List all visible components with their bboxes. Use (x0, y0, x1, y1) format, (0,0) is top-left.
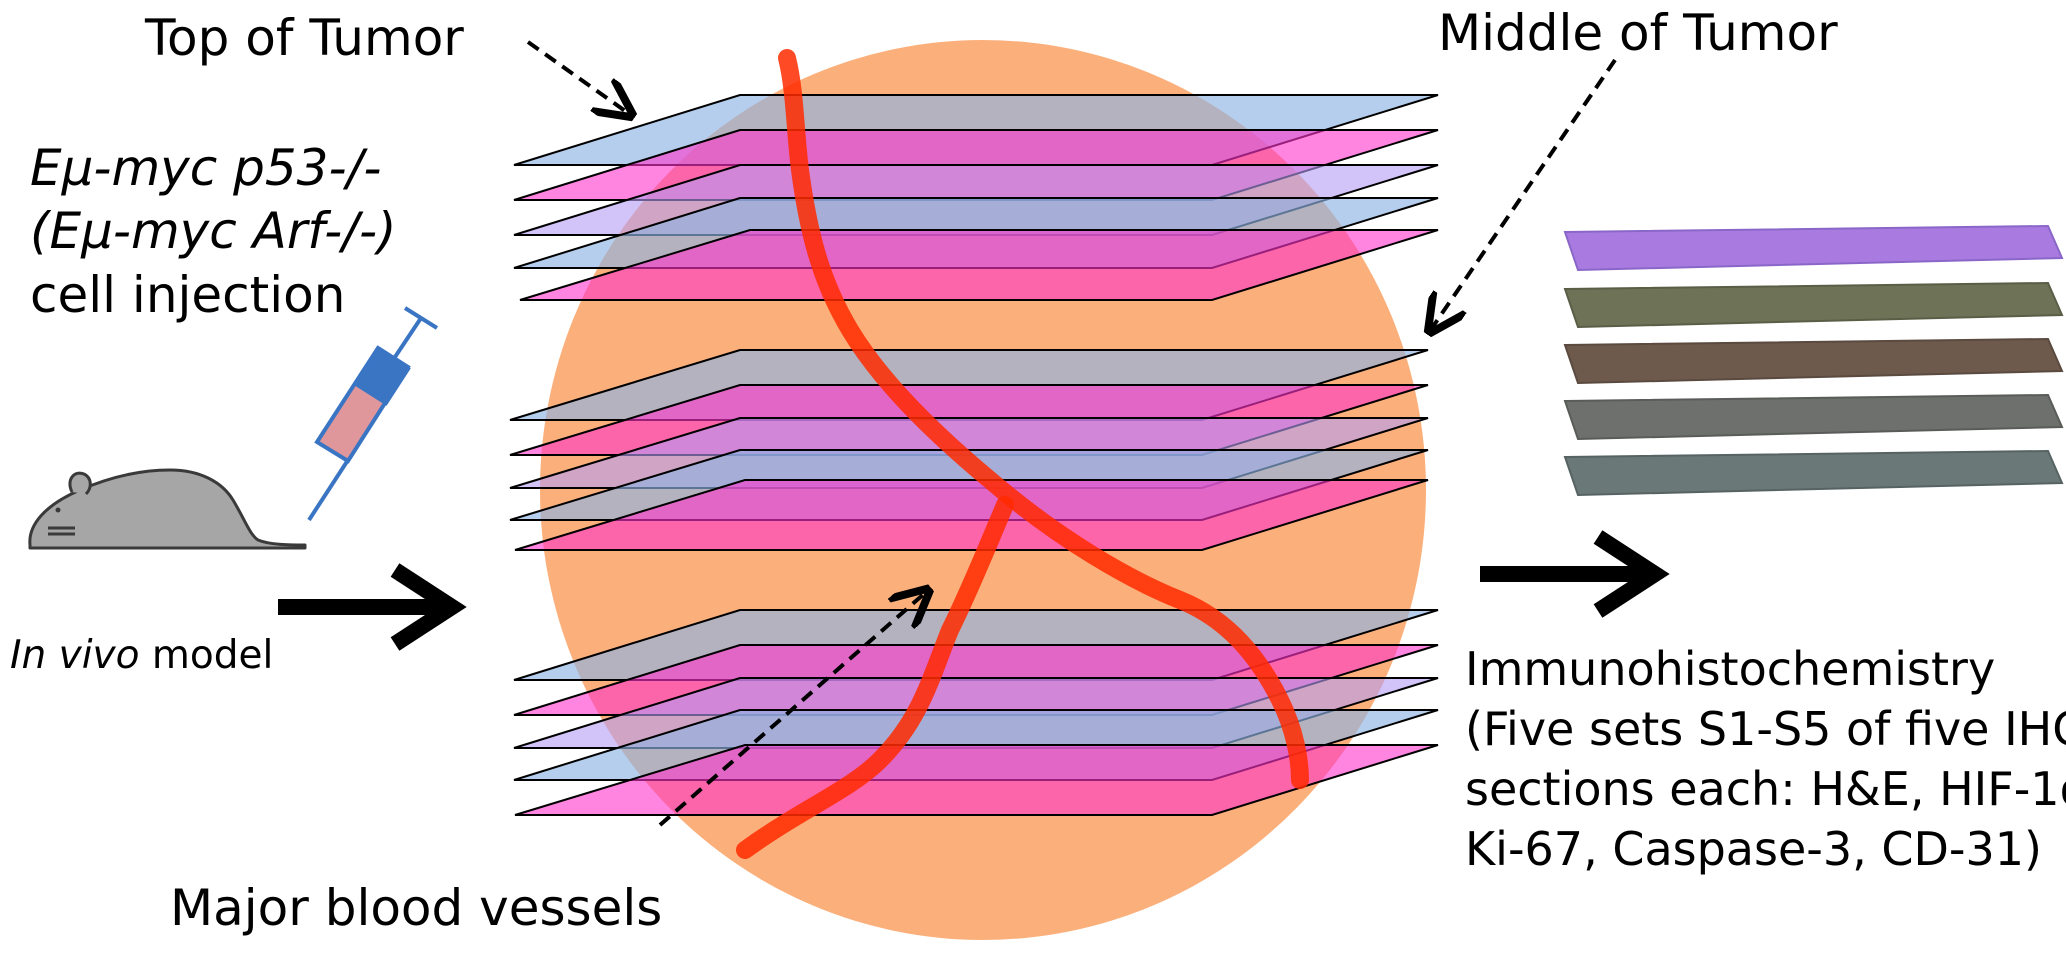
ihc-description-line-2: sections each: H&E, HIF-1α, (1465, 762, 2066, 816)
blood-vessel-main (778, 49, 1309, 789)
middle-of-tumor-label: Middle of Tumor (1438, 4, 1838, 62)
mouse-icon (28, 468, 307, 550)
ihc-title-label: Immunohistochemistry (1465, 642, 1995, 696)
cell-line-alt-label: (Eμ-myc Arf-/-) (30, 202, 397, 260)
arrow-right-icon (1480, 530, 1670, 618)
ihc-slide-hif (1563, 281, 2064, 329)
section-plane (514, 479, 1429, 551)
section-stack-bottom (513, 609, 1439, 816)
model-text: model (139, 633, 273, 678)
in-vivo-text: In vivo (10, 633, 139, 678)
ihc-description-line-3: Ki-67, Caspase-3, CD-31) (1465, 822, 2042, 876)
top-of-tumor-label: Top of Tumor (144, 9, 464, 67)
ihc-description-line-1: (Five sets S1-S5 of five IHC (1465, 702, 2066, 756)
ihc-slides (1563, 224, 2064, 497)
top-pointer-arrow (526, 40, 628, 113)
ihc-slide-ki67 (1563, 337, 2064, 385)
blood-vessel-branch (736, 496, 1014, 859)
in-vivo-model-label: In vivo model (10, 633, 273, 678)
cell-injection-label: cell injection (30, 266, 345, 324)
arrow-right-icon (278, 563, 467, 651)
blood-vessels (736, 49, 1309, 859)
section-plane (514, 744, 1439, 816)
vessel-pointer-arrow (658, 593, 925, 827)
ihc-slide-caspase (1563, 393, 2064, 441)
ihc-slide-he (1563, 224, 2064, 272)
section-plane (519, 229, 1439, 301)
section-stack-top (513, 94, 1439, 301)
middle-pointer-arrow (1432, 58, 1617, 328)
cell-line-label: Eμ-myc p53-/- (30, 139, 381, 197)
section-stack-middle (509, 349, 1429, 551)
ihc-slide-cd31 (1563, 449, 2064, 497)
major-blood-vessels-label: Major blood vessels (170, 879, 662, 937)
syringe-icon (307, 306, 439, 522)
